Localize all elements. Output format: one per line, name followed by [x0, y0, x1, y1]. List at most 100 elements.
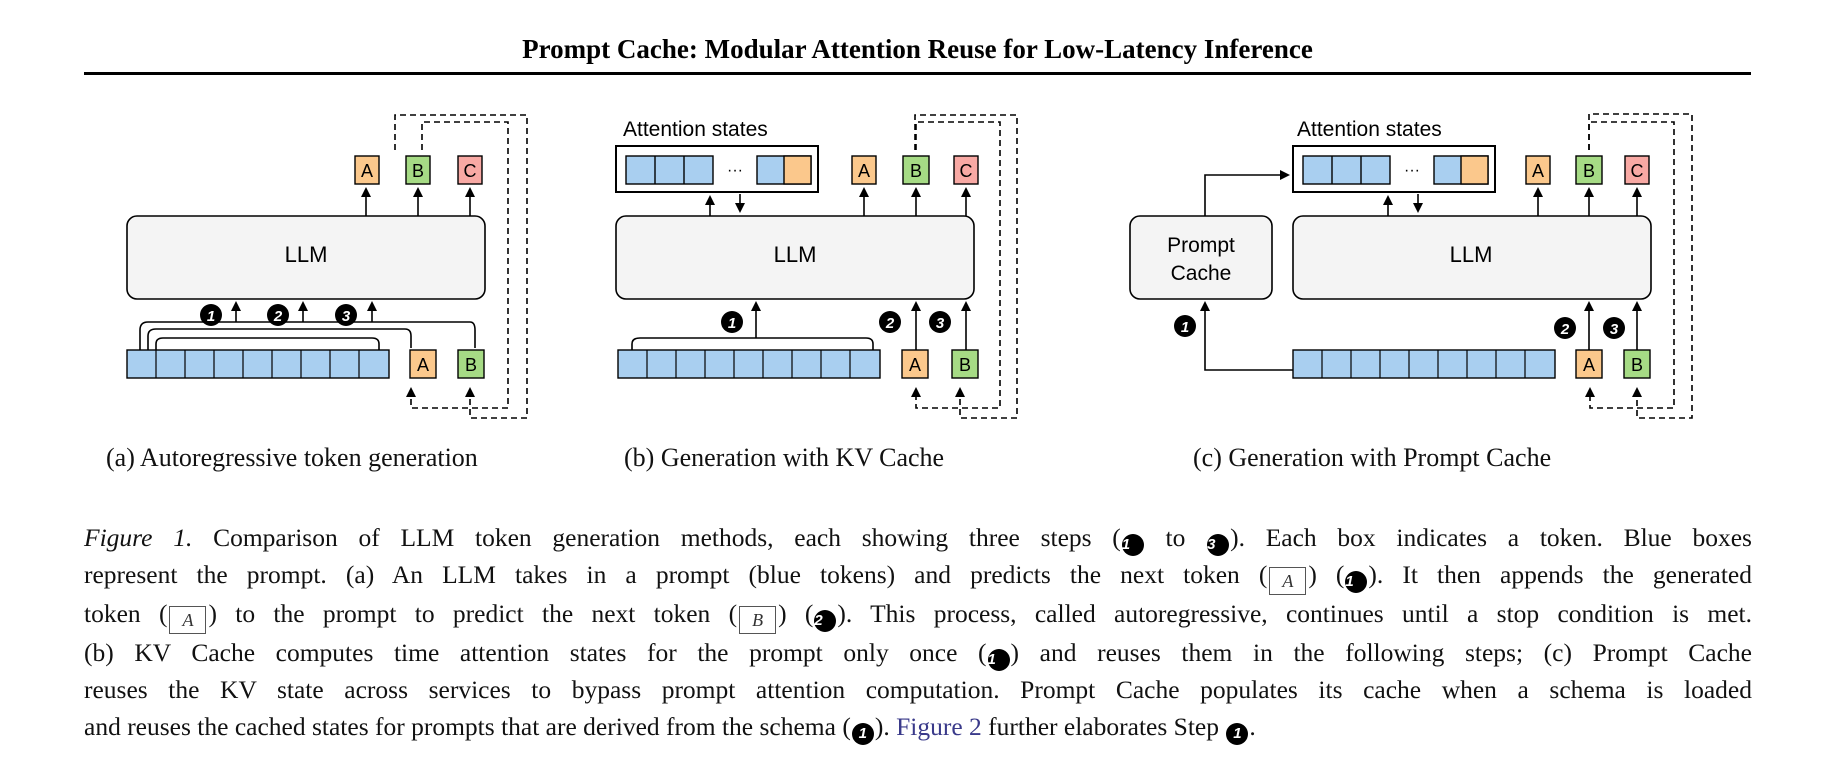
panel-b-step-2-label: 2: [885, 315, 895, 332]
subcaption-c: (c) Generation with Prompt Cache: [1193, 443, 1552, 472]
panel-c-output-token-a: [1525, 155, 1551, 185]
panel-b-attention-state-cells: [625, 155, 812, 185]
caption-text: ). This process, called autoregressive, …: [837, 599, 1752, 628]
panel-b-output-token-c: [953, 155, 979, 185]
panel-c-cache-arrows: [1200, 170, 1293, 371]
figure-caption: Figure 1. Comparison of LLM token genera…: [84, 519, 1752, 745]
caption-text: Comparison of LLM token generation metho…: [192, 523, 1121, 552]
panel-c-ellipsis: ···: [1404, 162, 1420, 179]
panel-a-step-3-label: 3: [342, 308, 351, 325]
panel-b-prompt-token-dividers: [646, 350, 851, 378]
title-rule: [84, 72, 1751, 75]
panel-c-step-2-label: 2: [1560, 321, 1570, 338]
caption-step-2: 2: [814, 610, 837, 632]
panel-b-output-arrows: [859, 187, 971, 216]
panel-b-output-token-c-label: C: [960, 161, 973, 181]
caption-text: reuses the KV state across services to b…: [84, 675, 1752, 704]
panel-a-output-token-b-label: B: [412, 161, 424, 181]
caption-text: represent the prompt. (a) An LLM takes i…: [84, 560, 1268, 589]
caption-text: ).: [874, 712, 897, 741]
caption-text: ). It then appends the generated: [1368, 560, 1752, 589]
panel-a-output-token-c-label: C: [464, 161, 477, 181]
caption-text: ) and reuses them in the following steps…: [1010, 638, 1752, 667]
caption-text: and reuses the cached states for prompts…: [84, 712, 851, 741]
panel-a-output-arrows: [361, 187, 475, 216]
panel-a-step-2: [267, 304, 289, 326]
panel-c-input-token-a-label: A: [1583, 355, 1595, 375]
panel-a-llm-label: LLM: [285, 242, 328, 267]
panel-c-llm-label: LLM: [1450, 242, 1493, 267]
panel-a-step-1-label: 1: [207, 308, 215, 325]
panel-c-output-arrows: [1533, 187, 1642, 216]
panel-a-input-token-b: [457, 349, 485, 379]
caption-text: .: [1249, 712, 1256, 741]
panel-c-input-token-b: [1623, 349, 1651, 379]
panel-a-output-token-a-label: A: [361, 161, 373, 181]
panel-a-llm-box: [126, 215, 486, 300]
caption-step-1: 1: [1121, 534, 1144, 556]
panel-a-prompt-tokens: [126, 349, 390, 379]
panel-a-feedback-loops: [394, 114, 528, 419]
panel-b-attention-states-label: Attention states: [623, 118, 768, 141]
panel-b-output-token-a-label: A: [858, 161, 870, 181]
panel-c-input-token-b-label: B: [1631, 355, 1643, 375]
panel-b-input-token-a-label: A: [909, 355, 921, 375]
panel-b-input-token-a: [901, 349, 929, 379]
panel-c-llm-box: [1292, 215, 1652, 300]
subcaption-b: (b) Generation with KV Cache: [624, 443, 945, 472]
panel-a-input-token-b-label: B: [465, 355, 477, 375]
figure-2-link[interactable]: Figure 2: [896, 712, 982, 741]
panel-b-step-1: [721, 311, 743, 333]
caption-line-4: (b) KV Cache computes time attention sta…: [84, 634, 1752, 671]
caption-line-6: and reuses the cached states for prompts…: [84, 708, 1752, 745]
panel-a-input-brackets: [139, 301, 476, 350]
panel-a-prompt-token-dividers: [155, 350, 360, 378]
panel-b-llm-box: [615, 215, 975, 300]
panel-a: LLM A B C: [126, 114, 528, 419]
panel-b-input-token-b: [951, 349, 979, 379]
panel-c-step-3: [1603, 317, 1625, 339]
caption-line-5: reuses the KV state across services to b…: [84, 671, 1752, 708]
panel-c-output-token-b-label: B: [1583, 161, 1595, 181]
panel-b-llm-label: LLM: [774, 242, 817, 267]
panel-b-prompt-tokens: [617, 349, 881, 379]
panel-c-input-token-a: [1575, 349, 1603, 379]
caption-text: token (: [84, 599, 168, 628]
panel-c-prompt-cache-label-2: Cache: [1171, 262, 1232, 285]
caption-text: ) (: [778, 599, 814, 628]
panel-c-output-token-b: [1575, 155, 1603, 185]
caption-text: further elaborates Step: [981, 712, 1226, 741]
caption-token-a: A: [1269, 567, 1307, 595]
panel-a-step-3: [335, 304, 357, 326]
panel-c-output-token-c-label: C: [1631, 161, 1644, 181]
caption-line-2: represent the prompt. (a) An LLM takes i…: [84, 556, 1752, 595]
panel-c-output-token-a-label: A: [1532, 161, 1544, 181]
panel-c: Prompt Cache 1 Attention states ···: [1129, 113, 1693, 419]
panel-c-output-token-c: [1624, 155, 1650, 185]
panel-a-output-token-a: [354, 155, 380, 185]
panel-c-attention-state-cells: [1302, 155, 1489, 185]
panel-c-state-arrows: [1383, 194, 1423, 216]
caption-figure-label: Figure 1.: [84, 523, 193, 552]
caption-step-1: 1: [1226, 723, 1249, 745]
panel-b-state-arrows: [705, 194, 745, 216]
panel-b-ellipsis: ···: [727, 162, 743, 179]
panel-b-output-token-a: [851, 155, 877, 185]
panel-a-input-token-a-label: A: [417, 355, 429, 375]
panel-c-prompt-cache-label-1: Prompt: [1167, 234, 1235, 257]
caption-text: ). Each box indicates a token. Blue boxe…: [1230, 523, 1752, 552]
running-title: Prompt Cache: Modular Attention Reuse fo…: [522, 34, 1313, 64]
panel-a-output-token-c: [457, 155, 483, 185]
panel-a-output-token-b: [405, 155, 431, 185]
panel-c-step-1-label: 1: [1181, 319, 1189, 336]
panel-b: Attention states ··· LLM A: [615, 114, 1018, 419]
panel-c-step-2: [1554, 317, 1576, 339]
subcaption-a: (a) Autoregressive token generation: [106, 443, 478, 472]
caption-step-3: 3: [1207, 534, 1230, 556]
panel-c-input-arrows: [1584, 301, 1642, 350]
panel-c-prompt-cache-box: [1129, 215, 1273, 300]
panel-a-step-1: [200, 304, 222, 326]
panel-b-step-3: [929, 311, 951, 333]
